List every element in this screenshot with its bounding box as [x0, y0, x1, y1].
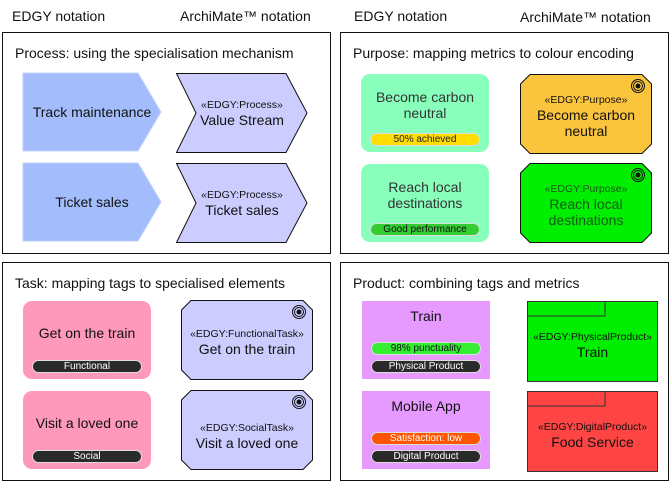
edgy-task-shape[interactable]: Get on the train Functional — [23, 301, 151, 379]
panel-task: Task: mapping tags to specialised elemen… — [2, 262, 331, 481]
process-arrow-shape — [22, 162, 162, 242]
element-label: Get on the train — [198, 340, 296, 357]
tag-badge: Functional — [32, 360, 142, 373]
goal-icon — [631, 168, 645, 182]
header-archimate-right: ArchiMate™ notation — [520, 9, 651, 25]
tag-badge: Digital Product — [371, 450, 481, 463]
stereotype-label: «EDGY:Purpose» — [544, 93, 628, 106]
archimate-goal-element[interactable]: «EDGY:Purpose» Become carbon neutral — [520, 74, 652, 154]
product-shape — [527, 391, 658, 472]
archimate-goal-element[interactable]: «EDGY:Purpose» Reach local destinations — [520, 163, 652, 243]
header-archimate-left: ArchiMate™ notation — [180, 8, 311, 24]
edgy-process-shape[interactable]: Track maintenance — [22, 72, 162, 152]
goal-icon — [631, 79, 645, 93]
process-label: Ticket sales — [55, 194, 129, 210]
element-label: Food Service — [551, 433, 634, 450]
metric-badge: 50% achieved — [370, 133, 480, 146]
product-label: Train — [410, 308, 442, 324]
element-label: Ticket sales — [205, 201, 279, 218]
tag-badge: Physical Product — [371, 360, 481, 373]
panel-product: Product: combining tags and metrics Trai… — [340, 262, 669, 481]
process-arrow-shape — [22, 72, 162, 152]
element-label: Visit a loved one — [195, 434, 299, 451]
value-stream-chevron-shape — [175, 73, 308, 153]
archimate-product-element[interactable]: «EDGY:DigitalProduct» Food Service — [527, 391, 658, 472]
purpose-label: Reach local destinations — [387, 179, 463, 211]
task-label: Visit a loved one — [35, 415, 139, 431]
goal-icon — [292, 305, 306, 319]
task-label: Get on the train — [38, 325, 136, 341]
octagon-shape — [520, 74, 652, 154]
metric-badge: 98% punctuality — [371, 342, 481, 355]
panel-title: Task: mapping tags to specialised elemen… — [15, 275, 286, 291]
stereotype-label: «EDGY:Process» — [201, 188, 283, 201]
stereotype-label: «EDGY:PhysicalProduct» — [532, 330, 653, 343]
metric-badge: Good performance — [370, 223, 480, 236]
archimate-task-element[interactable]: «EDGY:SocialTask» Visit a loved one — [181, 390, 313, 470]
element-label: Train — [576, 343, 609, 360]
element-label: Reach local destinations — [548, 195, 624, 228]
stereotype-label: «EDGY:DigitalProduct» — [537, 420, 648, 433]
octagon-shape — [181, 390, 313, 470]
metric-badge: Satisfaction: low — [371, 432, 481, 445]
stereotype-label: «EDGY:SocialTask» — [200, 421, 294, 434]
header-edgy-right: EDGY notation — [354, 8, 448, 24]
panel-process: Process: using the specialisation mechan… — [2, 32, 331, 254]
product-label: Mobile App — [391, 398, 461, 414]
octagon-shape — [181, 300, 313, 380]
product-shape — [527, 301, 658, 382]
process-label: Track maintenance — [32, 104, 152, 120]
archimate-value-stream[interactable]: «EDGY:Process» Ticket sales — [175, 163, 308, 243]
edgy-product-shape[interactable]: Train 98% punctuality Physical Product — [362, 301, 490, 379]
goal-icon — [292, 395, 306, 409]
element-label: Become carbon neutral — [536, 106, 636, 139]
purpose-label: Become carbon neutral — [375, 89, 475, 121]
edgy-task-shape[interactable]: Visit a loved one Social — [23, 391, 151, 469]
stereotype-label: «EDGY:Purpose» — [544, 182, 628, 195]
value-stream-chevron-shape — [175, 163, 308, 243]
archimate-value-stream[interactable]: «EDGY:Process» Value Stream — [175, 73, 308, 153]
archimate-product-element[interactable]: «EDGY:PhysicalProduct» Train — [527, 301, 658, 382]
edgy-product-shape[interactable]: Mobile App Satisfaction: low Digital Pro… — [362, 391, 490, 469]
panel-purpose: Purpose: mapping metrics to colour encod… — [340, 32, 669, 254]
element-label: Value Stream — [200, 111, 284, 128]
tag-badge: Social — [32, 450, 142, 463]
panel-title: Purpose: mapping metrics to colour encod… — [353, 45, 634, 61]
edgy-purpose-shape[interactable]: Reach local destinations Good performanc… — [361, 164, 489, 242]
octagon-shape — [520, 163, 652, 243]
header-edgy-left: EDGY notation — [12, 8, 106, 24]
panel-title: Process: using the specialisation mechan… — [15, 45, 294, 61]
stereotype-label: «EDGY:FunctionalTask» — [190, 327, 304, 340]
edgy-process-shape[interactable]: Ticket sales — [22, 162, 162, 242]
stereotype-label: «EDGY:Process» — [201, 98, 283, 111]
archimate-task-element[interactable]: «EDGY:FunctionalTask» Get on the train — [181, 300, 313, 380]
edgy-purpose-shape[interactable]: Become carbon neutral 50% achieved — [361, 74, 489, 152]
panel-title: Product: combining tags and metrics — [353, 275, 580, 291]
